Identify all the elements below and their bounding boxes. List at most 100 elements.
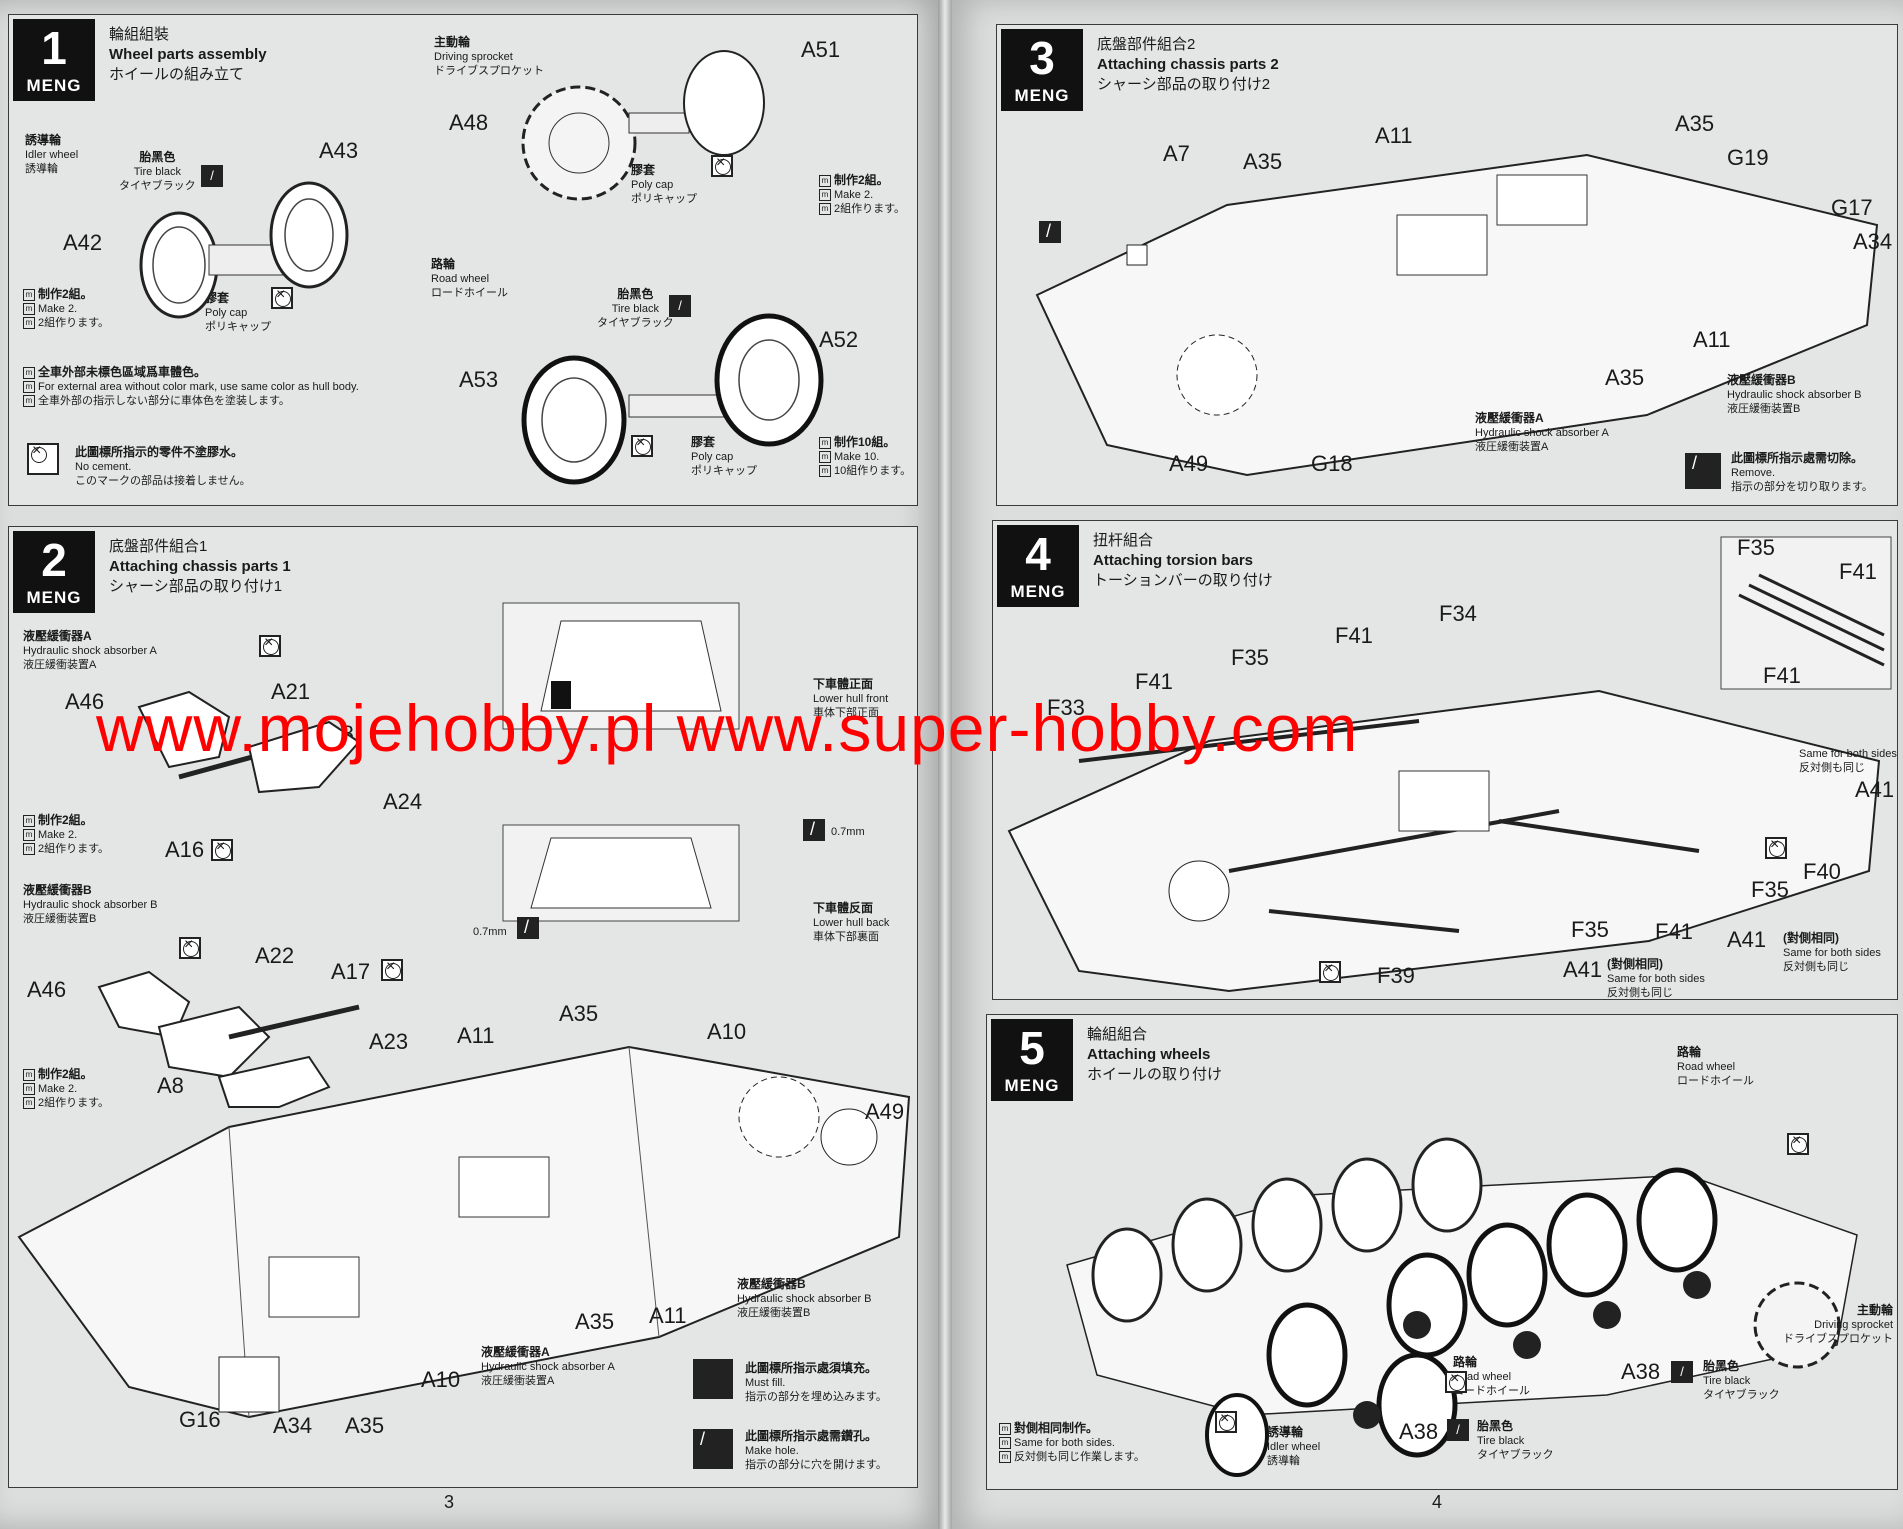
part-label: A23 (369, 1029, 409, 1054)
part-label: A35 (1675, 111, 1715, 136)
part-label: G16 (179, 1407, 221, 1432)
hull-drawing (1035, 153, 1879, 477)
no-cement-icon (1215, 1410, 1237, 1433)
part-label: A34 (1853, 229, 1893, 254)
title-jp: ホイールの組み立て (109, 66, 245, 83)
part-label: A11 (457, 1023, 495, 1048)
part-label: A35 (345, 1413, 385, 1438)
no-cement-note: 此圖標所指示的零件不塗膠水。No cement.このマークの部品は接着しません。 (75, 445, 251, 487)
part-label: A49 (865, 1099, 905, 1124)
part-label: G18 (1311, 451, 1353, 476)
step-badge: 4 MENG (997, 525, 1079, 607)
part-label: A35 (575, 1309, 615, 1334)
meng-logo: MENG (26, 588, 82, 607)
drill-icon (517, 917, 539, 939)
title-zh: 輪組組合 (1087, 1026, 1148, 1043)
part-label: A34 (273, 1413, 313, 1438)
title-en: Wheel parts assembly (109, 46, 267, 63)
step-number: 2 (41, 534, 67, 586)
fill-icon (693, 1359, 733, 1399)
fill-note: 此圖標所指示處須填充。Must fill.指示の部分を埋め込みます。 (745, 1361, 887, 1403)
no-cement-icon (711, 154, 733, 177)
title-en: Attaching torsion bars (1093, 552, 1254, 569)
step-number: 3 (1029, 32, 1055, 84)
shock-absorber-b-drawing (97, 970, 360, 1108)
no-cement-icon (271, 286, 293, 309)
part-label: G19 (1727, 145, 1769, 170)
part-label: A35 (1605, 365, 1645, 390)
part-label: A16 (165, 837, 205, 862)
part-label: F35 (1751, 877, 1789, 902)
part-label: A43 (319, 138, 359, 163)
title-en: Attaching wheels (1087, 1046, 1211, 1063)
step-2-panel: 2 MENG 底盤部件組合1 Attaching chassis parts 1… (8, 526, 918, 1488)
part-label: F41 (1135, 669, 1173, 694)
paint-icon: / (201, 165, 223, 187)
part-label: F41 (1763, 663, 1801, 688)
remove-icon (1039, 221, 1061, 243)
sprocket-drawing (521, 50, 765, 201)
title-zh: 扭杆組合 (1093, 532, 1154, 549)
step-title: 扭杆組合 Attaching torsion bars トーションバーの取り付け (1093, 531, 1273, 591)
step-3-panel: 3 MENG 底盤部件組合2 Attaching chassis parts 2… (996, 24, 1898, 506)
step-badge: 5 MENG (991, 1019, 1073, 1101)
title-jp: シャーシ部品の取り付け2 (1097, 76, 1271, 93)
part-label: A51 (801, 37, 841, 62)
drill-size: 0.7mm (473, 926, 507, 938)
wheels-drawing (1066, 1137, 1858, 1477)
no-cement-icon (211, 838, 233, 861)
meng-logo: MENG (1014, 86, 1070, 105)
step-number: 1 (41, 22, 67, 74)
part-label: A24 (383, 789, 423, 814)
make-hole-icon (693, 1429, 733, 1469)
step-4-panel: 4 MENG 扭杆組合 Attaching torsion bars トーション… (992, 520, 1898, 1000)
part-label: A52 (819, 327, 859, 352)
part-label: F40 (1803, 859, 1841, 884)
page-number-right: 4 (1432, 1492, 1443, 1512)
title-jp: トーションバーの取り付け (1093, 572, 1273, 589)
shock-absorber-a-drawing (137, 690, 361, 794)
no-cement-icon (631, 434, 653, 457)
title-en: Attaching chassis parts 2 (1097, 56, 1279, 73)
step-title: 底盤部件組合1 Attaching chassis parts 1 シャーシ部品… (109, 537, 291, 597)
title-zh: 輪組組裝 (109, 26, 170, 43)
part-label: A17 (331, 959, 371, 984)
step-title: 輪組組合 Attaching wheels ホイールの取り付け (1087, 1025, 1222, 1085)
remove-note: 此圖標所指示處需切除。Remove.指示の部分を切り取ります。 (1731, 451, 1873, 493)
part-label: A35 (559, 1001, 599, 1026)
no-cement-icon (179, 936, 201, 959)
paint-icon: / (1671, 1361, 1693, 1383)
drill-icon (803, 819, 825, 841)
part-label: F35 (1737, 535, 1775, 560)
step-title: 輪組組裝 Wheel parts assembly ホイールの組み立て (109, 25, 267, 85)
no-cement-icon (259, 634, 281, 657)
watermark-text: www.mojehobby.pl www.super-hobby.com (96, 691, 1359, 765)
no-cement-icon (1445, 1370, 1467, 1393)
meng-logo: MENG (1010, 582, 1066, 601)
hull-drawing (17, 1045, 911, 1419)
idler-wheel-drawing (139, 181, 349, 319)
part-label: A48 (449, 110, 489, 135)
part-label: G17 (1831, 195, 1873, 220)
